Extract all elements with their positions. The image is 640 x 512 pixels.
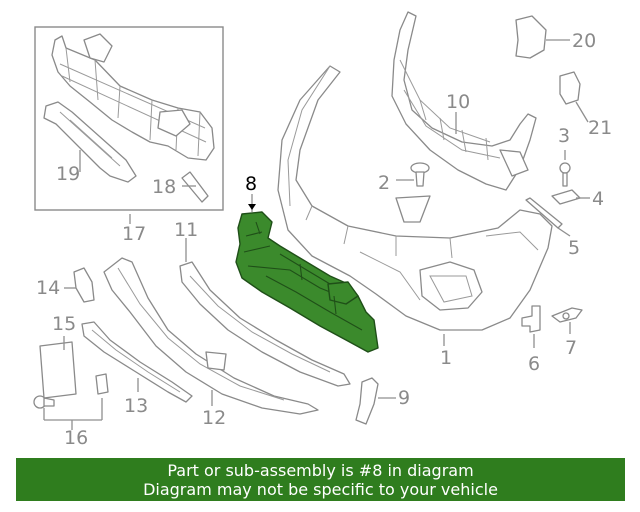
- part-bumper-cover[interactable]: [277, 65, 553, 331]
- part-upper-bracket[interactable]: [391, 11, 537, 191]
- callout-4[interactable]: 4: [592, 188, 604, 210]
- exploded-parts-diagram: 1 2 3 4 5 6 7 8 9 10 11 12 13 14 15 16 1…: [33, 11, 612, 449]
- part-upper-side-bracket[interactable]: [515, 15, 547, 59]
- part-push-clip[interactable]: [410, 162, 430, 187]
- part-retainer-clip[interactable]: [551, 307, 583, 323]
- callout-1[interactable]: 1: [440, 347, 452, 369]
- part-screw[interactable]: [559, 162, 571, 187]
- part-info-banner: Part or sub-assembly is #8 in diagram Di…: [16, 458, 625, 501]
- callout-7[interactable]: 7: [565, 337, 577, 359]
- callout-13[interactable]: 13: [124, 395, 148, 417]
- part-side-strip[interactable]: [525, 197, 563, 229]
- part-side-bracket[interactable]: [355, 377, 379, 425]
- part-energy-absorber-highlighted[interactable]: [235, 211, 379, 353]
- part-lower-deflector[interactable]: [103, 257, 319, 415]
- part-license-plate[interactable]: [39, 341, 77, 399]
- callout-3[interactable]: 3: [558, 125, 570, 147]
- callout-20[interactable]: 20: [572, 30, 596, 52]
- callout-8[interactable]: 8: [245, 173, 257, 195]
- banner-line-part: Part or sub-assembly is #8 in diagram: [167, 460, 474, 480]
- callout-6[interactable]: 6: [528, 353, 540, 375]
- part-lower-grille[interactable]: [81, 321, 193, 403]
- part-side-clip[interactable]: [559, 71, 581, 105]
- callout-9[interactable]: 9: [398, 387, 410, 409]
- callout-11[interactable]: 11: [174, 219, 198, 241]
- part-lower-trim[interactable]: [179, 261, 351, 387]
- callout-17[interactable]: 17: [122, 223, 146, 245]
- part-nut-clip[interactable]: [551, 189, 581, 205]
- part-clip[interactable]: [95, 373, 109, 395]
- callout-2[interactable]: 2: [378, 172, 390, 194]
- callout-21[interactable]: 21: [588, 117, 612, 139]
- callout-14[interactable]: 14: [36, 277, 60, 299]
- callout-10[interactable]: 10: [446, 91, 470, 113]
- part-reinforcement-assembly[interactable]: [43, 33, 215, 203]
- callout-labels: 1 2 3 4 5 6 7 8 9 10 11 12 13 14 15 16 1…: [36, 30, 612, 449]
- callout-15[interactable]: 15: [52, 313, 76, 335]
- part-mount-bracket[interactable]: [73, 267, 95, 303]
- callout-12[interactable]: 12: [202, 407, 226, 429]
- callout-19[interactable]: 19: [56, 163, 80, 185]
- callout-16[interactable]: 16: [64, 427, 88, 449]
- banner-line-disclaimer: Diagram may not be specific to your vehi…: [143, 479, 498, 499]
- callout-18[interactable]: 18: [152, 176, 176, 198]
- part-small-bracket[interactable]: [521, 305, 541, 333]
- callout-5[interactable]: 5: [568, 237, 580, 259]
- leader-lines: [43, 39, 590, 430]
- inset-box-17: [34, 26, 224, 211]
- part-bolt[interactable]: [33, 395, 55, 409]
